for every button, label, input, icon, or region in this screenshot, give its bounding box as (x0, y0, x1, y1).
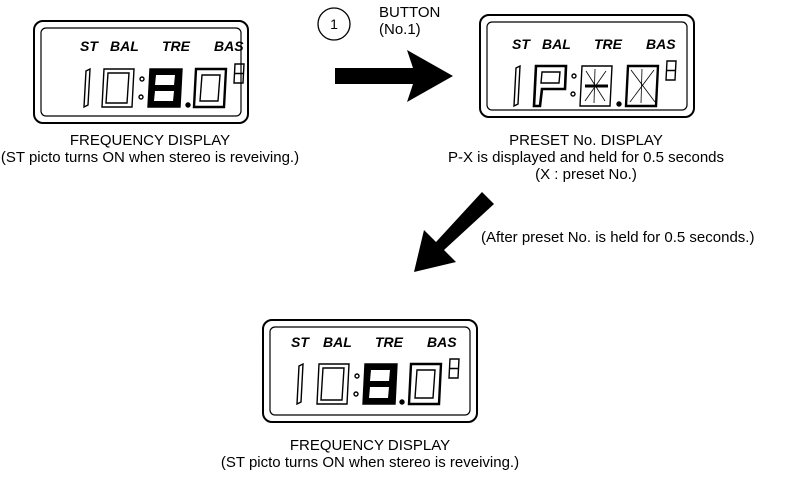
picto-tre: TRE (594, 36, 623, 52)
button-label-line1: BUTTON (379, 4, 441, 21)
down-left-arrow-icon (410, 188, 500, 283)
lcd-panel-preset: ST BAL TRE BAS (478, 13, 696, 119)
transition-note: (After preset No. is held for 0.5 second… (481, 229, 755, 246)
caption-note: (ST picto turns ON when stereo is reveiv… (220, 454, 520, 471)
lcd-panel-frequency-2: ST BAL TRE BAS (261, 318, 479, 424)
picto-st: ST (291, 334, 310, 350)
step-number: 1 (330, 16, 338, 32)
caption-title: FREQUENCY DISPLAY (69, 132, 231, 149)
step-number-badge: 1 (316, 6, 352, 47)
button-label: BUTTON (No.1) (379, 4, 440, 38)
lcd-panel-frequency-1: ST BAL TRE BAS (32, 19, 250, 125)
caption-frequency-2: FREQUENCY DISPLAY (ST picto turns ON whe… (220, 437, 520, 471)
picto-bal: BAL (110, 38, 139, 54)
picto-tre: TRE (375, 334, 404, 350)
picto-st: ST (80, 38, 99, 54)
caption-frequency-1: FREQUENCY DISPLAY (ST picto turns ON whe… (0, 132, 300, 166)
picto-bas: BAS (646, 36, 676, 52)
picto-bas: BAS (214, 38, 244, 54)
picto-st: ST (512, 36, 531, 52)
picto-bas: BAS (427, 334, 457, 350)
caption-title: PRESET No. DISPLAY (509, 132, 663, 149)
picto-tre: TRE (162, 38, 191, 54)
caption-title: FREQUENCY DISPLAY (289, 437, 451, 454)
caption-preset: PRESET No. DISPLAY P-X is displayed and … (436, 132, 736, 183)
caption-note: P-X is displayed and held for 0.5 second… (448, 149, 724, 166)
caption-note: (ST picto turns ON when stereo is reveiv… (0, 149, 300, 166)
button-label-line2: (No.1) (379, 21, 421, 38)
caption-sub-note: (X : preset No.) (535, 166, 637, 183)
segment-digits (83, 63, 245, 109)
segment-digits (513, 60, 677, 108)
picto-bal: BAL (323, 334, 352, 350)
right-arrow-icon (335, 46, 455, 111)
picto-bal: BAL (542, 36, 571, 52)
segment-digits (296, 358, 460, 406)
